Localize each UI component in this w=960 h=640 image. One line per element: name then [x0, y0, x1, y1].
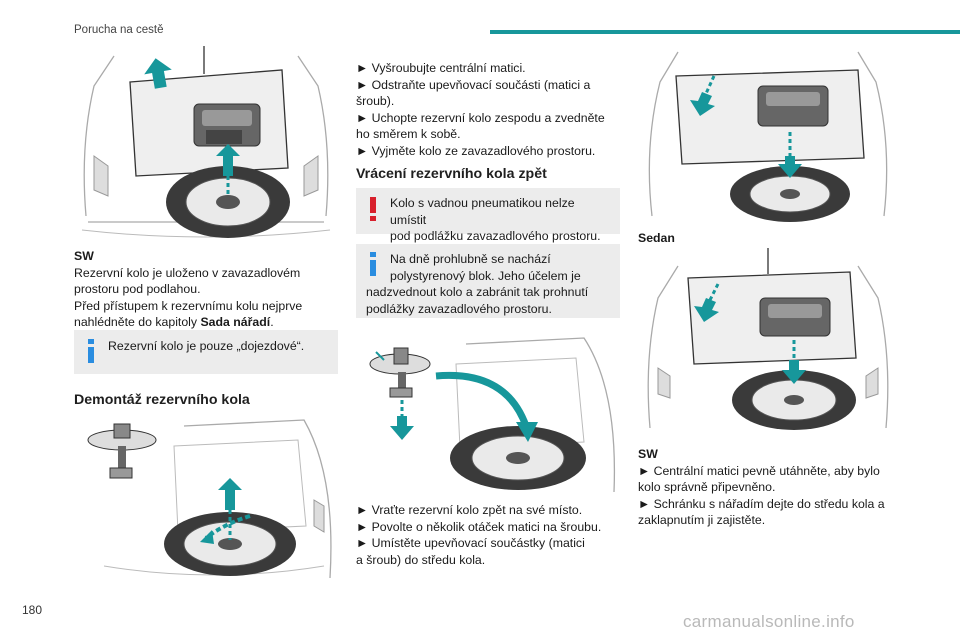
sedan-label: Sedan [638, 231, 675, 245]
sw-label: SW [638, 447, 658, 461]
illustration-trunk-floor-raised-sw [74, 46, 338, 242]
info-note-polystyrene-block: Na dně prohlubně se nachází polystyrenov… [356, 244, 620, 318]
intro-line: Před přístupem k rezervnímu kolu nejprve [74, 298, 303, 313]
step-line: zaklapnutím ji zajistěte. [638, 513, 766, 528]
step-line: ► Umístěte upevňovací součástky (matici [356, 536, 585, 551]
tool-kit-link[interactable]: Sada nářadí [200, 315, 271, 330]
watermark: carmanualsonline.info [683, 612, 855, 631]
step-line: ► Vyjměte kolo ze zavazadlového prostoru… [356, 143, 596, 158]
refit-steps: ► Vraťte rezervní kolo zpět na své místo… [356, 502, 620, 568]
header-accent-bar [490, 30, 960, 34]
step-line: kolo správně připevněno. [638, 480, 776, 495]
removal-steps: ► Vyšroubujte centrální matici. ► Odstra… [356, 60, 620, 160]
info-line: Na dně prohlubně se nachází [390, 252, 551, 266]
warning-icon [370, 197, 376, 221]
illustration-lower-floor-top [638, 46, 898, 222]
sw-final-steps: SW ► Centrální matici pevně utáhněte, ab… [638, 446, 898, 529]
sw-label: SW [74, 249, 94, 263]
step-line: ► Odstraňte upevňovací součásti (matici … [356, 77, 591, 92]
step-line: šroub). [356, 94, 395, 109]
illustration-refit-spare-wheel [356, 330, 620, 498]
illustration-lower-floor-sedan [638, 248, 898, 438]
info-line: nadzvednout kolo a zabránit tak prohnutí [366, 285, 589, 300]
section-title: Porucha na cestě [74, 24, 164, 36]
warning-line: pod podlážku zavazadlového prostoru. [390, 229, 601, 244]
info-icon [370, 252, 376, 276]
info-icon [88, 339, 94, 363]
step-line: ho směrem k sobě. [356, 127, 461, 142]
warning-line: Kolo s vadnou pneumatikou nelze umístit [390, 196, 575, 227]
info-line: podlážky zavazadlového prostoru. [366, 301, 552, 316]
note-text: Rezervní kolo je pouze „dojezdové“. [108, 339, 305, 353]
sw-intro-text: SW Rezervní kolo je uloženo v zavazadlov… [74, 248, 338, 331]
step-line: ► Schránku s nářadím dejte do středu kol… [638, 496, 885, 511]
step-line: ► Vyšroubujte centrální matici. [356, 61, 526, 75]
warning-note-damaged-tyre: Kolo s vadnou pneumatikou nelze umístit … [356, 188, 620, 243]
intro-line: Rezervní kolo je uloženo v zavazadlovém [74, 265, 301, 280]
info-line: polystyrenový blok. Jeho účelem je [390, 268, 581, 283]
step-line: ► Povolte o několik otáček matici na šro… [356, 519, 602, 534]
intro-line: nahlédněte do kapitoly Sada nářadí. [74, 315, 274, 330]
info-note-temporary-spare: Rezervní kolo je pouze „dojezdové“. [74, 330, 338, 374]
illustration-remove-spare-wheel [74, 416, 338, 584]
step-line: ► Centrální matici pevně utáhněte, aby b… [638, 463, 880, 478]
step-line: ► Vraťte rezervní kolo zpět na své místo… [356, 503, 583, 517]
heading-removal: Demontáž rezervního kola [74, 392, 250, 408]
heading-refit: Vrácení rezervního kola zpět [356, 166, 547, 182]
step-line: a šroub) do středu kola. [356, 552, 486, 567]
page-number: 180 [22, 603, 43, 617]
step-line: ► Uchopte rezervní kolo zespodu a zvedně… [356, 110, 605, 125]
intro-line: prostoru pod podlahou. [74, 282, 201, 297]
